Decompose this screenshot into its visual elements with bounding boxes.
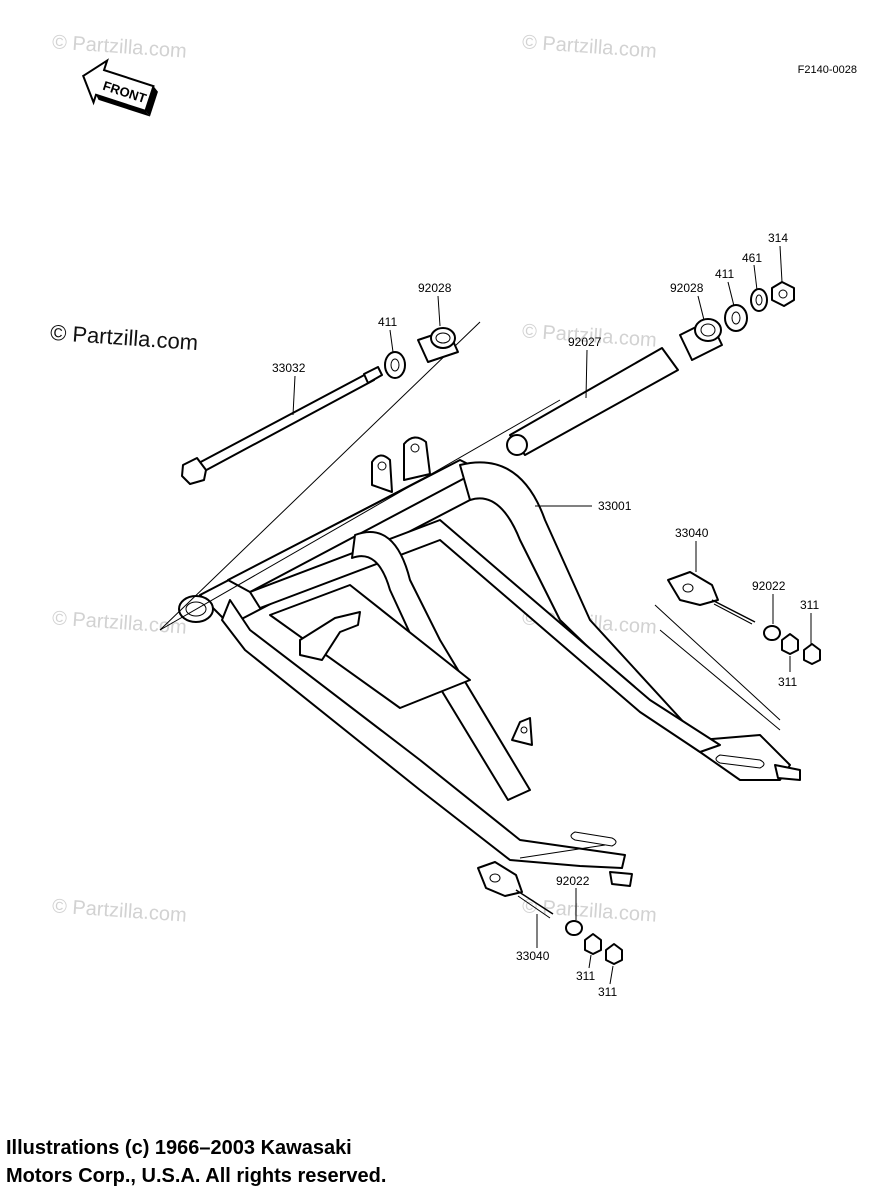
nut-311-bottom-a [584,933,602,955]
callout-411-left: 411 [378,315,397,329]
callout-461: 461 [742,251,762,265]
sleeve-92027 [506,347,679,456]
drawing-code: F2140-0028 [797,64,857,76]
washer-461 [750,288,768,312]
callout-92028-right: 92028 [670,281,704,295]
washer-92022-bottom [565,920,583,936]
copyright-line-2: Motors Corp., U.S.A. All rights reserved… [6,1165,387,1187]
chain-adjuster-33040-bottom [477,861,554,919]
nut-311-right-b [803,643,821,665]
bushing-92028-right [679,318,723,361]
chain-adjuster-33040-right [667,571,756,625]
callout-92022-bottom: 92022 [556,874,590,888]
callout-311-right-b: 311 [778,675,797,689]
callout-311-right-a: 311 [800,598,819,612]
bushing-92028-left [417,327,459,363]
callout-33040-bottom: 33040 [516,949,550,963]
pivot-shaft-33032 [181,366,383,485]
callout-411-right: 411 [715,267,734,281]
callout-33001: 33001 [598,499,632,513]
callout-33032: 33032 [272,361,306,375]
washer-411-right [724,304,748,332]
callout-33040-right: 33040 [675,526,709,540]
callout-314: 314 [768,231,788,245]
washer-411-left [384,351,406,379]
swingarm-33001 [178,436,801,887]
nut-314 [771,281,795,307]
nut-311-bottom-b [605,943,623,965]
washer-92022-right [763,625,781,641]
callout-92027: 92027 [568,335,602,349]
front-arrow-icon: FRONT [81,58,158,117]
callout-92022-right: 92022 [752,579,786,593]
callout-311-bottom-b: 311 [598,985,617,999]
nut-311-right-a [781,633,799,655]
callout-311-bottom-a: 311 [576,969,595,983]
callout-92028-left: 92028 [418,281,452,295]
copyright-notice: Illustrations (c) 1966–2003 Kawasaki Mot… [6,1134,386,1190]
copyright-line-1: Illustrations (c) 1966–2003 Kawasaki [6,1137,352,1159]
